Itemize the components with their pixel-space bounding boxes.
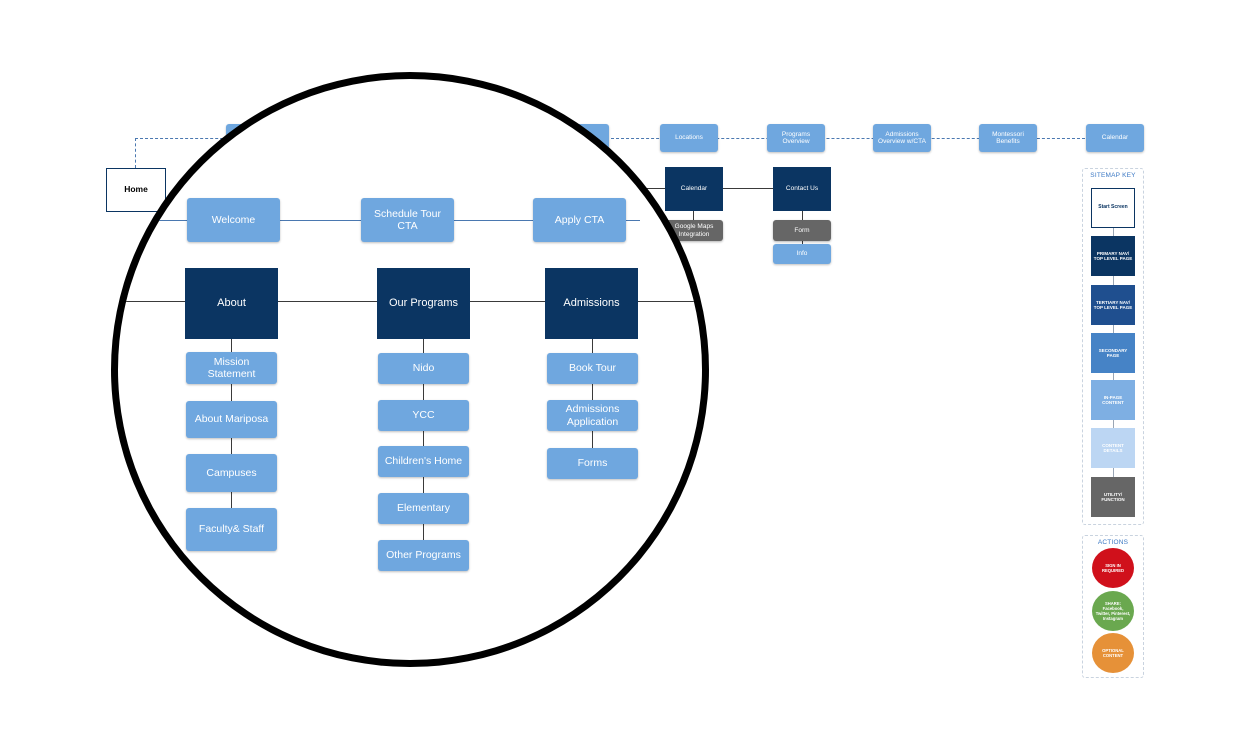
faculty-staff-node[interactable]: Faculty& Staff — [186, 508, 277, 551]
top-nav-calendar[interactable]: Calendar — [1086, 124, 1144, 152]
childrens-home-node[interactable]: Children's Home — [378, 446, 469, 477]
zoom-magnifier-circle: Welcome Schedule Tour CTA Apply CTA Abou… — [111, 72, 709, 667]
home-vertical-connector — [135, 138, 136, 168]
calendar-node[interactable]: Calendar — [665, 167, 723, 211]
key-utility-function: UTILITY/ FUNCTION — [1091, 477, 1135, 517]
google-maps-integration-node[interactable]: Google Maps Integration — [665, 220, 723, 241]
nido-node[interactable]: Nido — [378, 353, 469, 384]
home-top-connector — [135, 138, 1085, 139]
other-programs-node[interactable]: Other Programs — [378, 540, 469, 571]
key-tertiary-nav: TERTIARY NAV/ TOP LEVEL PAGE — [1091, 285, 1135, 325]
calendar-maps-connector — [693, 210, 694, 224]
sign-in-required-action: SIGN IN REQUIRED — [1092, 548, 1134, 588]
top-nav-locations[interactable]: Locations — [660, 124, 718, 152]
top-nav-montessori-benefits[interactable]: Montessori Benefits — [979, 124, 1037, 152]
welcome-node[interactable]: Welcome — [187, 198, 280, 242]
actions-panel — [1082, 535, 1144, 678]
about-children-connector — [231, 338, 232, 538]
our-programs-node[interactable]: Our Programs — [377, 268, 470, 339]
book-tour-node[interactable]: Book Tour — [547, 353, 638, 384]
mission-statement-node[interactable]: Mission Statement — [186, 352, 277, 384]
sitemap-key-title: SITEMAP KEY — [1090, 172, 1136, 179]
zoom-content: Welcome Schedule Tour CTA Apply CTA Abou… — [118, 79, 702, 660]
optional-content-action: OPTIONAL CONTENT — [1092, 633, 1134, 673]
elementary-node[interactable]: Elementary — [378, 493, 469, 524]
key-primary-nav: PRIMARY NAV/ TOP LEVEL PAGE — [1091, 236, 1135, 276]
key-secondary-page: SECONDARY PAGE — [1091, 333, 1135, 373]
top-nav-admissions-overview[interactable]: Admissions Overview w/CTA — [873, 124, 931, 152]
info-node[interactable]: Info — [773, 244, 831, 264]
admissions-application-node[interactable]: Admissions Application — [547, 400, 638, 431]
actions-title: ACTIONS — [1097, 539, 1129, 546]
sitemap-key-panel — [1082, 168, 1144, 525]
contact-us-node[interactable]: Contact Us — [773, 167, 831, 211]
about-mariposa-node[interactable]: About Mariposa — [186, 401, 277, 438]
ycc-node[interactable]: YCC — [378, 400, 469, 431]
key-inpage-content: IN-PAGE CONTENT — [1091, 380, 1135, 420]
forms-node[interactable]: Forms — [547, 448, 638, 479]
share-action: SHARE: Facebook, Twitter, Pinterest, Ins… — [1092, 591, 1134, 631]
key-content-details: CONTENT DETAILS — [1091, 428, 1135, 468]
schedule-tour-cta-node[interactable]: Schedule Tour CTA — [361, 198, 454, 242]
admissions-node[interactable]: Admissions — [545, 268, 638, 339]
top-nav-programs-overview[interactable]: Programs Overview — [767, 124, 825, 152]
about-node[interactable]: About — [185, 268, 278, 339]
apply-cta-node[interactable]: Apply CTA — [533, 198, 626, 242]
home-node[interactable]: Home — [106, 168, 166, 212]
campuses-node[interactable]: Campuses — [186, 454, 277, 492]
key-start-screen: Start Screen — [1091, 188, 1135, 228]
form-node[interactable]: Form — [773, 220, 831, 241]
